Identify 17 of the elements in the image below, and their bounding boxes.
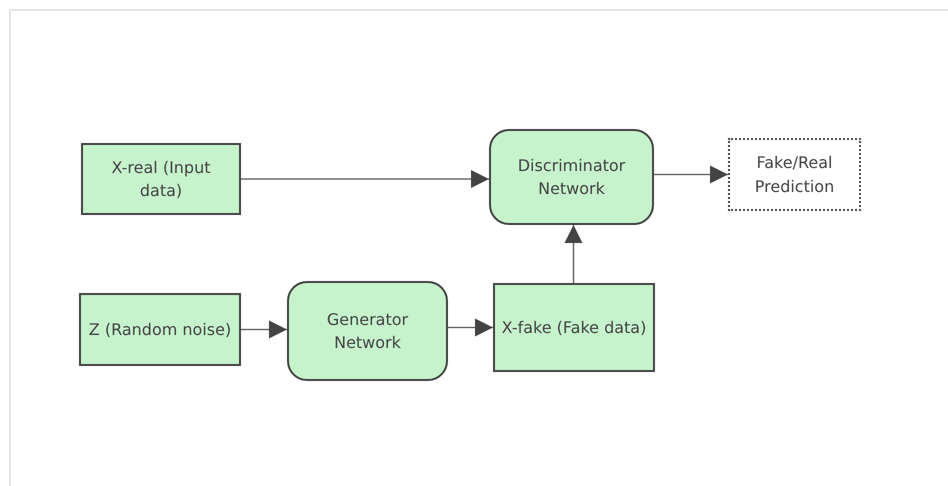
arrow xyxy=(654,166,728,184)
arrow xyxy=(241,320,287,338)
data-box xyxy=(493,283,655,372)
input-box xyxy=(79,293,241,366)
process-box xyxy=(287,281,448,381)
node-label: X-fake (Fake data) xyxy=(500,316,648,339)
arrow xyxy=(241,170,489,188)
node-label: Fake/Real Prediction xyxy=(754,152,836,198)
node-label: X-real (Input data) xyxy=(110,156,212,202)
node-label: Discriminator Network xyxy=(516,154,626,200)
process-box xyxy=(489,129,654,225)
node-label: Z (Random noise) xyxy=(88,318,232,341)
arrow xyxy=(448,318,493,336)
input-box xyxy=(81,143,241,215)
output-box xyxy=(728,138,861,211)
node-label: Generator Network xyxy=(326,308,410,354)
arrow xyxy=(564,225,582,283)
